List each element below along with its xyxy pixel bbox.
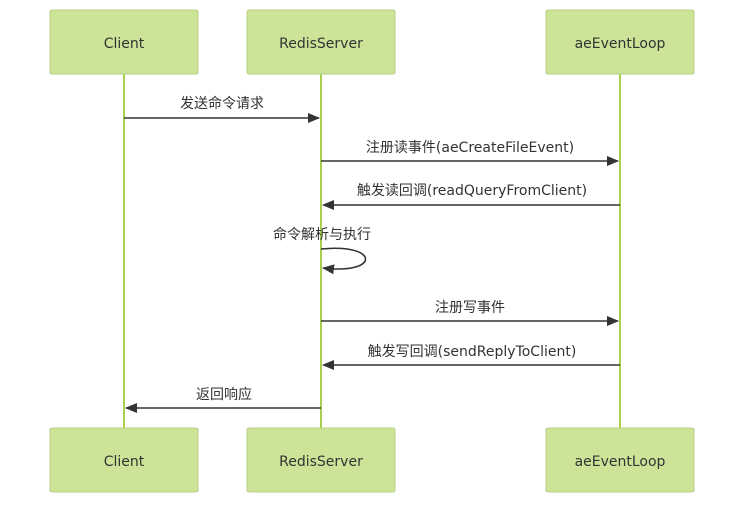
message-label: 命令解析与执行 <box>273 226 371 243</box>
message-register-read: 注册读事件(aeCreateFileEvent) <box>321 139 619 166</box>
message-label: 发送命令请求 <box>180 95 264 112</box>
message-label: 返回响应 <box>196 386 252 403</box>
actor-label: RedisServer <box>279 454 363 470</box>
actor-label: Client <box>104 454 145 470</box>
actor-client-bottom: Client <box>49 427 199 493</box>
message-label: 注册写事件 <box>435 300 505 316</box>
actor-box <box>246 427 396 493</box>
message-label: 注册读事件(aeCreateFileEvent) <box>366 139 574 156</box>
message-register-write: 注册写事件 <box>321 300 619 326</box>
actor-label: RedisServer <box>279 36 363 52</box>
actor-server-bottom: RedisServer <box>246 427 396 493</box>
message-trigger-write: 触发写回调(sendReplyToClient) <box>322 344 620 370</box>
actor-loop-bottom: aeEventLoop <box>545 427 695 493</box>
message-parse-execute: 命令解析与执行 <box>273 226 371 275</box>
actor-label: Client <box>104 36 145 52</box>
actor-box <box>545 9 695 75</box>
lifelines <box>123 74 621 428</box>
message-send-command: 发送命令请求 <box>124 95 320 123</box>
actor-label: aeEventLoop <box>575 454 666 470</box>
message-label: 触发写回调(sendReplyToClient) <box>368 344 577 360</box>
message-self-loop-arrow <box>320 247 367 275</box>
message-return-response: 返回响应 <box>125 386 321 413</box>
actor-box <box>49 9 199 75</box>
actor-box <box>545 427 695 493</box>
message-label: 触发读回调(readQueryFromClient) <box>357 182 587 199</box>
actor-server-top: RedisServer <box>246 9 396 75</box>
actor-box <box>49 427 199 493</box>
actor-box <box>246 9 396 75</box>
actor-loop-top: aeEventLoop <box>545 9 695 75</box>
actor-label: aeEventLoop <box>575 36 666 52</box>
message-trigger-read: 触发读回调(readQueryFromClient) <box>322 182 620 210</box>
actor-client-top: Client <box>49 9 199 75</box>
